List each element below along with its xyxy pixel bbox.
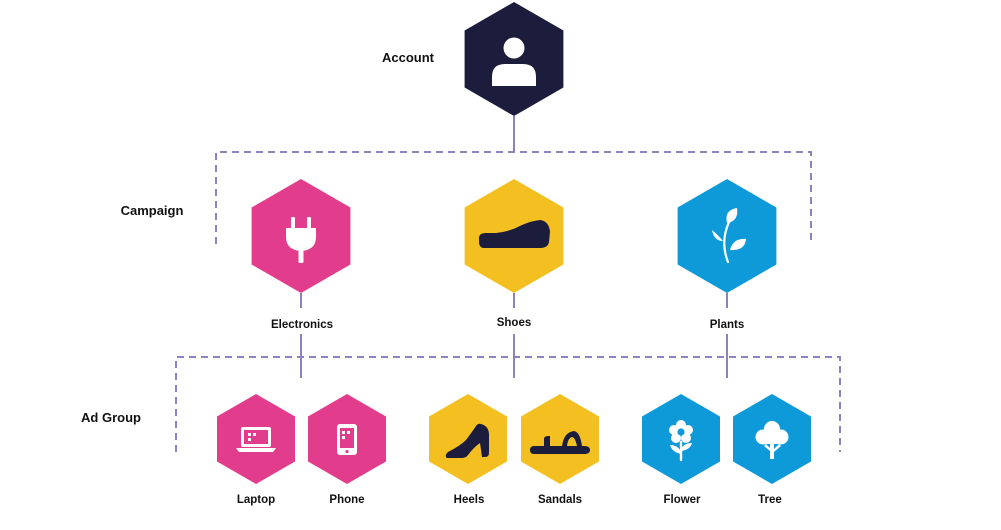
- sprout-icon: [712, 208, 746, 264]
- ad-group-node-sandals: Sandals: [521, 394, 599, 506]
- ad-group-label-phone: Phone: [329, 494, 364, 506]
- ad-group-node-phone: Phone: [308, 394, 386, 506]
- sandals-hexagon: [521, 394, 599, 484]
- ad-group-node-tree: Tree: [733, 394, 811, 506]
- campaign-node-plants: Plants: [677, 179, 777, 331]
- ad-group-label-heels: Heels: [454, 494, 485, 506]
- campaign-label-electronics: Electronics: [271, 319, 333, 331]
- campaign-node-shoes: Shoes: [464, 179, 564, 329]
- connectors: [175, 116, 841, 452]
- campaign-node-electronics: Electronics: [251, 179, 351, 331]
- sandal-icon: [530, 431, 590, 454]
- shoe-icon: [479, 220, 550, 248]
- plug-icon: [286, 217, 316, 263]
- campaign-label-shoes: Shoes: [497, 317, 532, 329]
- ad-group-node-heels: Heels: [429, 394, 507, 506]
- user-icon: [492, 37, 536, 86]
- level-label-campaign: Campaign: [121, 203, 184, 218]
- plants-hexagon: [677, 179, 777, 293]
- heel-icon: [445, 423, 489, 458]
- ad-group-label-laptop: Laptop: [237, 494, 275, 506]
- ad-group-label-flower: Flower: [663, 494, 701, 506]
- tree-icon: [755, 421, 789, 459]
- ad-group-bracket: [175, 356, 841, 452]
- ad-group-label-sandals: Sandals: [538, 494, 582, 506]
- ad-group-label-tree: Tree: [758, 494, 782, 506]
- ad-group-node-flower: Flower: [642, 394, 720, 506]
- ad-group-node-laptop: Laptop: [217, 394, 295, 506]
- account-hexagon: [464, 2, 564, 116]
- campaign-label-plants: Plants: [710, 319, 745, 331]
- flower-icon: [669, 420, 693, 462]
- campaign-bracket: [215, 151, 812, 244]
- level-label-account: Account: [382, 50, 435, 65]
- phone-icon: [337, 424, 357, 455]
- laptop-icon: [236, 427, 276, 452]
- account-node: [464, 2, 564, 116]
- flower-hexagon: [642, 394, 720, 484]
- level-label-ad-group: Ad Group: [81, 410, 141, 425]
